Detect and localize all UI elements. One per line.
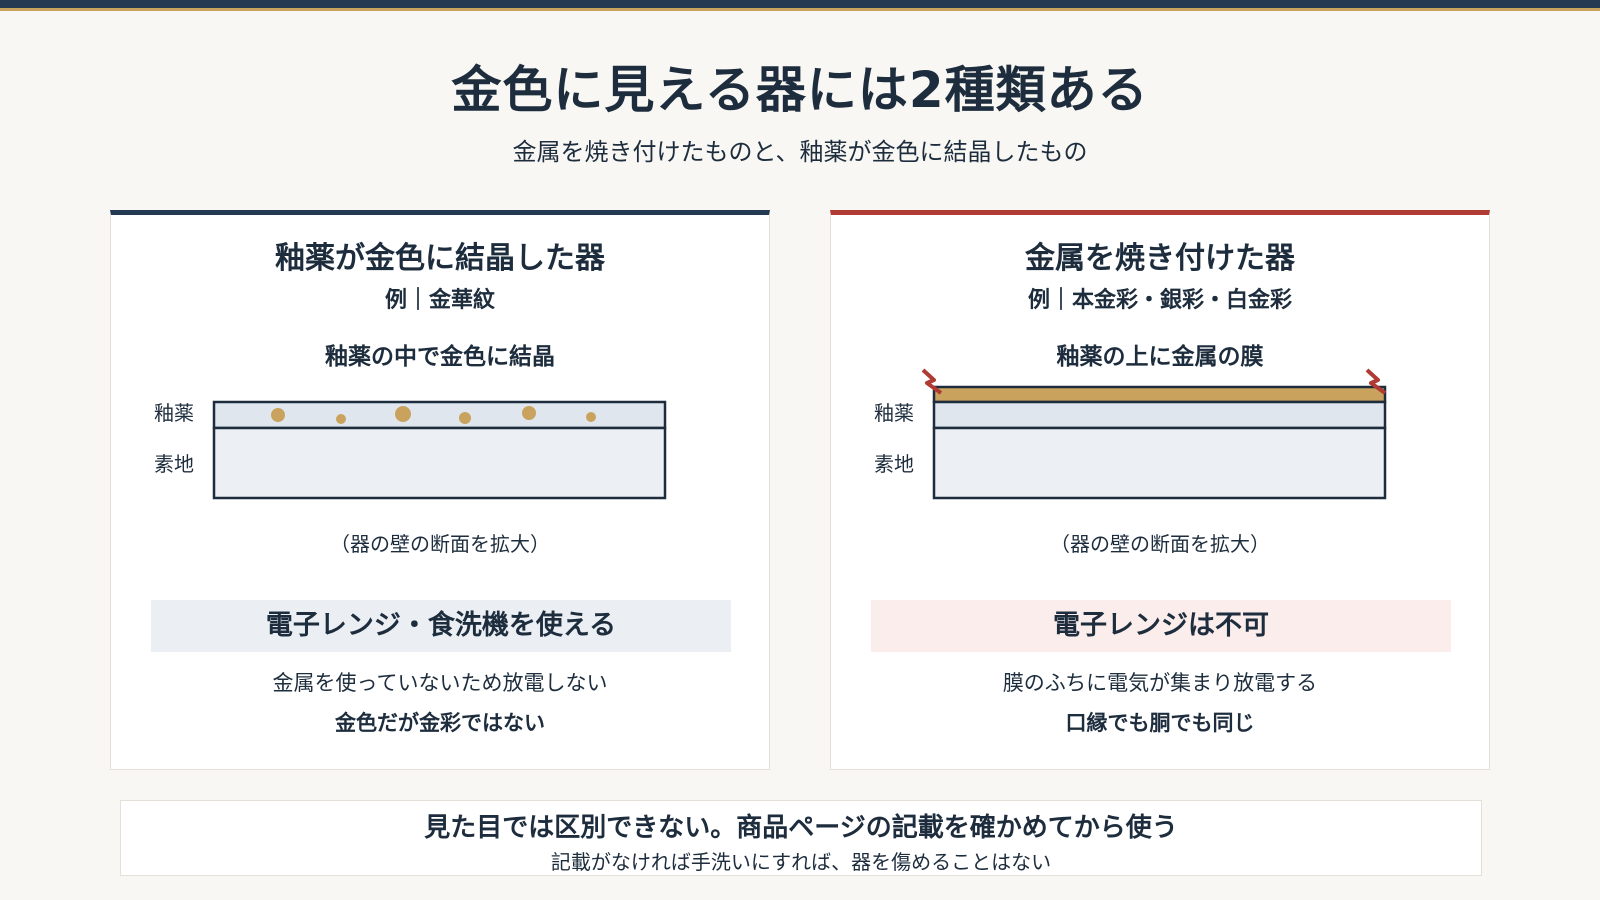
zoom-note: （器の壁の断面を拡大）	[330, 532, 550, 556]
gold-crystal	[459, 412, 471, 424]
metal-film-card: 金属を焼き付けた器 例｜本金彩・銀彩・白金彩 釉薬の上に金属の膜 釉薬 素地 （…	[830, 210, 1490, 770]
body-layer	[932, 426, 1387, 500]
reason-emphasis: 金色だが金彩ではない	[335, 711, 545, 735]
page-header: 金色に見える器には2種類ある 金属を焼き付けたものと、釉薬が金色に結晶したもの	[0, 50, 1600, 167]
gold-crystal	[586, 412, 596, 422]
card-example: 例｜本金彩・銀彩・白金彩	[1027, 288, 1292, 313]
reason-text: 金属を使っていないため放電しない	[272, 671, 608, 695]
crystal-glaze-card: 釉薬が金色に結晶した器 例｜金華紋 釉薬の中で金色に結晶 釉薬 素地 （器の壁の…	[110, 210, 770, 770]
cross-section-diagram-crystal: 釉薬 素地	[154, 400, 667, 500]
zoom-note: （器の壁の断面を拡大）	[1050, 532, 1270, 556]
spark-icon	[921, 368, 943, 395]
gold-crystal	[336, 414, 346, 424]
diagram-caption: 釉薬の中で金色に結晶	[325, 344, 555, 370]
body-layer-label: 素地	[874, 452, 914, 476]
spark-icon	[1365, 368, 1387, 395]
body-layer	[212, 426, 667, 500]
cross-section-diagram-metal: 釉薬 素地	[874, 368, 1387, 500]
footer-main-text: 見た目では区別できない。商品ページの記載を確かめてから使う	[424, 813, 1178, 843]
verdict-badge: 電子レンジ・食洗機を使える	[151, 600, 731, 652]
page-title: 金色に見える器には2種類ある	[451, 61, 1149, 119]
card-example: 例｜金華紋	[384, 288, 495, 313]
page-subtitle: 金属を焼き付けたものと、釉薬が金色に結晶したもの	[512, 138, 1088, 166]
gold-crystal	[395, 406, 411, 422]
reason-emphasis: 口縁でも胴でも同じ	[1065, 711, 1255, 735]
footer-sub-text: 記載がなければ手洗いにすれば、器を傷めることはない	[550, 850, 1052, 874]
diagram-caption: 釉薬の上に金属の膜	[1056, 344, 1264, 370]
footer-note: 見た目では区別できない。商品ページの記載を確かめてから使う 記載がなければ手洗い…	[120, 800, 1482, 876]
card-title: 釉薬が金色に結晶した器	[275, 241, 605, 276]
reason-text: 膜のふちに電気が集まり放電する	[1002, 671, 1318, 695]
gold-crystal	[271, 408, 285, 422]
glaze-layer	[932, 400, 1387, 430]
gold-crystal	[522, 406, 536, 420]
card-title: 金属を焼き付けた器	[1025, 241, 1295, 276]
top-accent-bar	[0, 0, 1600, 11]
body-layer-label: 素地	[154, 452, 194, 476]
glaze-layer-label: 釉薬	[874, 401, 914, 425]
verdict-badge: 電子レンジは不可	[871, 600, 1451, 652]
glaze-layer-label: 釉薬	[154, 401, 194, 425]
metal-film-layer	[932, 385, 1387, 404]
